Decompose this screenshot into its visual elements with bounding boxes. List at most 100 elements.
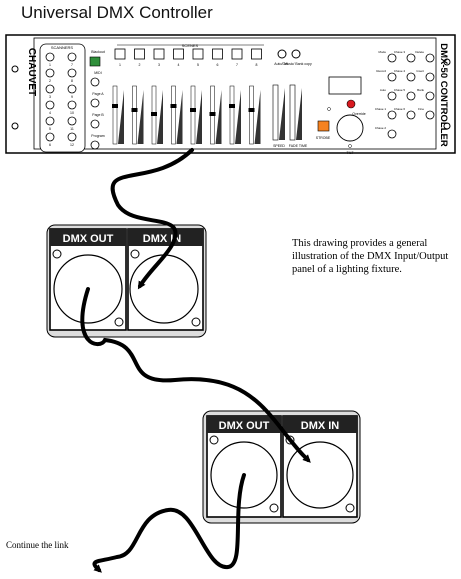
right-button-2[interactable] <box>387 91 397 101</box>
music-bank-copy-button[interactable] <box>291 49 301 59</box>
dmx-cable-3 <box>92 473 246 573</box>
scanner-button-4[interactable] <box>45 100 55 110</box>
right-button-label: Auto <box>380 88 387 92</box>
blackout-button[interactable] <box>89 56 101 67</box>
left-button-1[interactable] <box>90 77 100 87</box>
fader-knob <box>112 104 118 108</box>
right-button-6[interactable] <box>406 72 416 82</box>
scene-button-6[interactable] <box>212 48 223 60</box>
fader-scale <box>137 90 144 144</box>
scene-button-1[interactable] <box>114 48 126 60</box>
scanner-button-6[interactable] <box>45 132 55 142</box>
fader-scale <box>254 90 261 144</box>
scanner-number: 6 <box>49 143 51 147</box>
left-button-label: MIDI <box>94 71 101 75</box>
right-button-4[interactable] <box>387 129 397 139</box>
dmx-in-connector-2 <box>286 441 354 509</box>
speed-label: SPEED <box>273 144 285 148</box>
fader-knob <box>190 108 196 112</box>
scene-fader-1[interactable] <box>112 85 118 145</box>
scene-number: 8 <box>256 63 258 67</box>
scene-fader-7[interactable] <box>229 85 235 145</box>
scene-button-4[interactable] <box>173 48 184 60</box>
scanner-button-12[interactable] <box>67 132 77 142</box>
fader-knob <box>229 104 235 108</box>
scene-number: 1 <box>119 63 121 67</box>
scanner-number: 4 <box>49 111 51 115</box>
tilt-label: TILT <box>347 151 355 155</box>
dmx-controller: CHAUVET DMX-50 CONTROLLER SCANNERS 12345… <box>5 34 456 155</box>
right-button-11[interactable] <box>425 91 435 101</box>
continue-link-label: Continue the link <box>6 540 69 550</box>
left-button-label: Page B <box>92 113 104 117</box>
scanner-button-5[interactable] <box>45 116 55 126</box>
scanner-button-8[interactable] <box>67 68 77 78</box>
dmx-in-label-2: DMX IN <box>301 420 340 432</box>
right-button-label: Insert <box>416 69 424 73</box>
scene-fader-2[interactable] <box>132 85 137 145</box>
scanner-button-1[interactable] <box>45 52 55 62</box>
scene-button-8[interactable] <box>251 48 262 60</box>
scene-button-2[interactable] <box>134 48 145 60</box>
fade-time-fader[interactable] <box>289 84 302 141</box>
right-button-0[interactable] <box>387 53 397 63</box>
scanner-button-2[interactable] <box>45 68 55 78</box>
speed-fader[interactable] <box>272 84 285 141</box>
right-button-9[interactable] <box>425 53 435 63</box>
illustration-note: This drawing provides a general illustra… <box>292 238 449 275</box>
right-button-3[interactable] <box>387 110 397 120</box>
left-button-2[interactable] <box>90 98 100 108</box>
scanner-number: 10 <box>70 111 74 115</box>
scene-number: 6 <box>217 63 219 67</box>
dmx-cable-1 <box>110 148 194 290</box>
fader-knob <box>248 108 255 112</box>
fader-knob <box>151 112 157 116</box>
dmx-in-connector-1 <box>129 254 199 324</box>
strobe-button[interactable] <box>317 120 330 132</box>
right-button-label: Chase 3 <box>394 50 406 54</box>
scanner-button-11[interactable] <box>67 116 77 126</box>
left-button-label: Blackout <box>91 50 104 54</box>
right-button-label: Mode <box>378 50 386 54</box>
left-button-3[interactable] <box>90 119 100 129</box>
scene-button-3[interactable] <box>153 48 165 60</box>
scene-number: 7 <box>236 63 238 67</box>
right-button-10[interactable] <box>425 72 435 82</box>
scene-fader-8[interactable] <box>249 85 254 145</box>
scene-button-7[interactable] <box>231 48 243 60</box>
scanner-button-7[interactable] <box>67 52 77 62</box>
right-button-1[interactable] <box>387 72 397 82</box>
left-button-label: Page A <box>92 92 104 96</box>
override-button[interactable] <box>346 99 356 109</box>
dmx-cable-2 <box>80 287 311 463</box>
fader-knob <box>131 108 138 112</box>
fade-time-label: FADE TIME <box>289 144 308 148</box>
left-button-4[interactable] <box>90 140 100 150</box>
fader-scale <box>235 90 241 144</box>
scene-number: 2 <box>139 63 141 67</box>
dmx-out-label-1: DMX OUT <box>63 233 114 245</box>
scanner-number: 3 <box>49 95 51 99</box>
scanner-button-9[interactable] <box>67 84 77 94</box>
auto-del-label: Auto/Del <box>274 62 288 66</box>
right-button-5[interactable] <box>406 53 416 63</box>
right-button-label: Record <box>376 69 386 73</box>
fader-scale <box>118 90 124 144</box>
scene-fader-4[interactable] <box>171 85 176 145</box>
right-button-8[interactable] <box>406 110 416 120</box>
scanner-button-10[interactable] <box>67 100 77 110</box>
right-button-12[interactable] <box>425 110 435 120</box>
scanner-button-3[interactable] <box>45 84 55 94</box>
scanner-number: 12 <box>70 143 74 147</box>
scene-fader-5[interactable] <box>190 85 196 145</box>
auto-del-button[interactable] <box>277 49 287 59</box>
pan-tilt-joystick[interactable] <box>336 114 364 142</box>
scene-button-5[interactable] <box>192 48 204 60</box>
right-button-7[interactable] <box>406 91 416 101</box>
scanner-number: 7 <box>71 63 73 67</box>
fixture-panel-2: DMX OUT DMX IN <box>202 410 361 524</box>
